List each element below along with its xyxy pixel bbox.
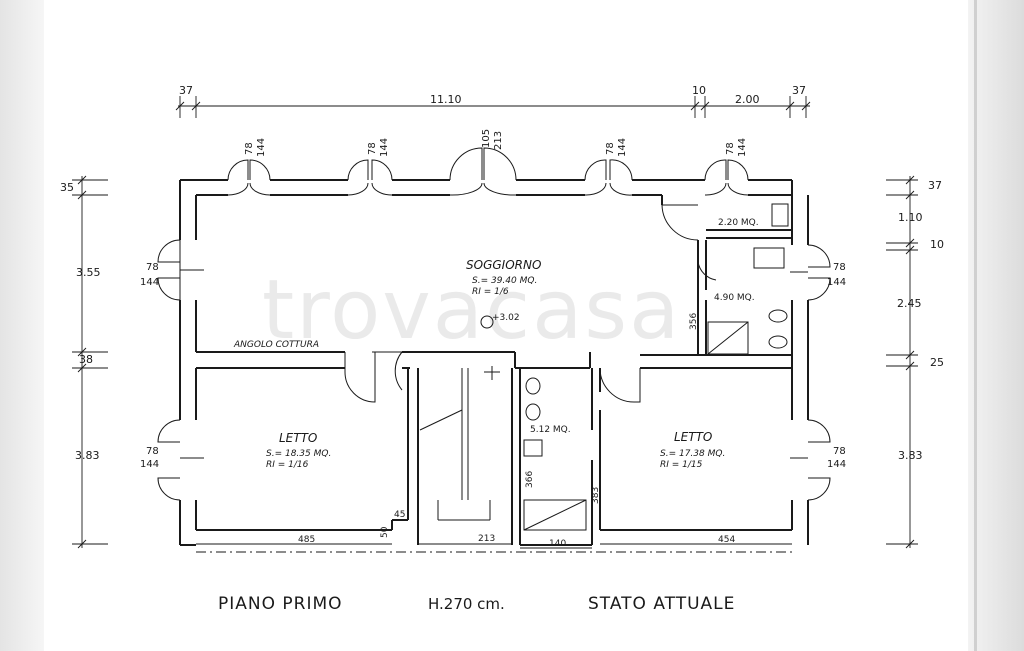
letto-left-area: S.= 18.35 MQ. <box>266 449 331 459</box>
side-windows: 78 144 78 144 78 144 78 144 <box>140 239 846 501</box>
sink-bath-right <box>753 247 785 269</box>
w3-height: 213 <box>493 131 504 150</box>
dim-top-10: 10 <box>692 84 706 97</box>
dim-top-37-left: 37 <box>179 84 193 97</box>
bidet-center <box>525 403 541 421</box>
dim-top-11-10: 11.10 <box>430 93 462 106</box>
room-letto-right: LETTO S.= 17.38 MQ. RI = 1/15 <box>660 430 725 470</box>
page-edge-line <box>974 0 977 651</box>
height-title: H.270 cm. <box>428 595 505 613</box>
left-dimension-line: 35 3.55 38 3.83 <box>60 175 108 549</box>
dim-top-2-00: 2.00 <box>735 93 760 106</box>
toilet-right <box>768 309 788 323</box>
dim-356: 356 <box>689 313 699 330</box>
w2-width: 78 <box>367 142 378 155</box>
dim-383: 383 <box>591 487 601 504</box>
toilet-center <box>525 377 541 395</box>
dim-485: 485 <box>298 535 315 545</box>
w5-height: 144 <box>737 138 748 157</box>
dim-right-10: 10 <box>930 238 944 251</box>
dim-left-3-55: 3.55 <box>76 266 101 279</box>
interior-dimensions: 485 50 45 213 140 454 356 366 383 <box>196 313 792 549</box>
staircase <box>419 366 500 521</box>
wr-bottom-height: 144 <box>827 459 846 470</box>
wl-bottom-width: 78 <box>146 446 159 457</box>
bidet-right <box>768 335 788 349</box>
dim-right-1-10: 1.10 <box>898 211 923 224</box>
wr-bottom-width: 78 <box>833 446 846 457</box>
w4-height: 144 <box>617 138 628 157</box>
w1-width: 78 <box>244 142 255 155</box>
letto-right-area: S.= 17.38 MQ. <box>660 449 725 459</box>
sink-wc <box>771 203 789 227</box>
letto-right-name: LETTO <box>674 430 712 444</box>
dim-top-37-right: 37 <box>792 84 806 97</box>
dim-50: 50 <box>380 526 390 538</box>
soggiorno-name: SOGGIORNO <box>466 258 541 272</box>
wl-top-height: 144 <box>140 277 159 288</box>
top-dimension-line: 37 11.10 10 2.00 37 <box>175 84 811 118</box>
page-edge-left <box>0 0 44 651</box>
kitchen-label: ANGOLO COTTURA <box>233 340 319 350</box>
level-marker <box>480 315 494 329</box>
bath-right-area: 4.90 MQ. <box>714 293 755 303</box>
title-block: PIANO PRIMO H.270 cm. STATO ATTUALE <box>218 594 735 614</box>
letto-right-ri: RI = 1/15 <box>660 460 703 470</box>
status-title: STATO ATTUALE <box>588 594 735 614</box>
dim-left-35: 35 <box>60 181 74 194</box>
room-letto-left: LETTO S.= 18.35 MQ. RI = 1/16 <box>266 431 331 470</box>
letto-left-name: LETTO <box>279 431 317 445</box>
dim-140: 140 <box>549 539 566 549</box>
w3-width: 105 <box>481 129 492 148</box>
dim-right-25: 25 <box>930 356 944 369</box>
wc-small-area: 2.20 MQ. <box>718 218 759 228</box>
soggiorno-ri: RI = 1/6 <box>472 287 509 297</box>
right-dimension-line: 37 1.10 10 2.45 25 3.83 <box>886 175 944 549</box>
bathroom-labels: 2.20 MQ. 4.90 MQ. 5.12 MQ. <box>530 218 759 435</box>
shower-right <box>707 321 749 355</box>
outer-walls <box>179 179 809 553</box>
w2-height: 144 <box>379 138 390 157</box>
w5-width: 78 <box>725 142 736 155</box>
top-window-labels: 78 144 78 144 105 213 78 144 78 144 <box>244 129 748 157</box>
w4-width: 78 <box>605 142 616 155</box>
wl-bottom-height: 144 <box>140 459 159 470</box>
sanitary-fixtures <box>523 203 789 531</box>
level-mark: +3.02 <box>492 313 520 323</box>
bath-center-area: 5.12 MQ. <box>530 425 571 435</box>
wr-top-height: 144 <box>827 277 846 288</box>
dim-right-2-45: 2.45 <box>897 297 922 310</box>
wr-top-width: 78 <box>833 262 846 273</box>
w1-height: 144 <box>256 138 267 157</box>
room-soggiorno: SOGGIORNO S.= 39.40 MQ. RI = 1/6 ANGOLO … <box>233 258 541 350</box>
interior-walls <box>196 195 792 546</box>
interior-doors <box>344 204 717 403</box>
dim-left-3-83: 3.83 <box>75 449 100 462</box>
top-windows <box>227 147 749 196</box>
sink-center <box>523 439 543 457</box>
dim-right-37: 37 <box>928 179 942 192</box>
letto-left-ri: RI = 1/16 <box>266 460 309 470</box>
floor-title: PIANO PRIMO <box>218 594 343 614</box>
dim-left-38: 38 <box>79 353 93 366</box>
dim-right-3-83: 3.83 <box>898 449 923 462</box>
page-edge-right <box>968 0 1024 651</box>
shower-center <box>523 499 587 531</box>
dim-45: 45 <box>394 510 405 520</box>
watermark: trovacasa <box>262 263 681 358</box>
wl-top-width: 78 <box>146 262 159 273</box>
dim-366: 366 <box>525 471 535 488</box>
soggiorno-area: S.= 39.40 MQ. <box>472 276 537 286</box>
dim-213: 213 <box>478 534 495 544</box>
dim-454: 454 <box>718 535 735 545</box>
